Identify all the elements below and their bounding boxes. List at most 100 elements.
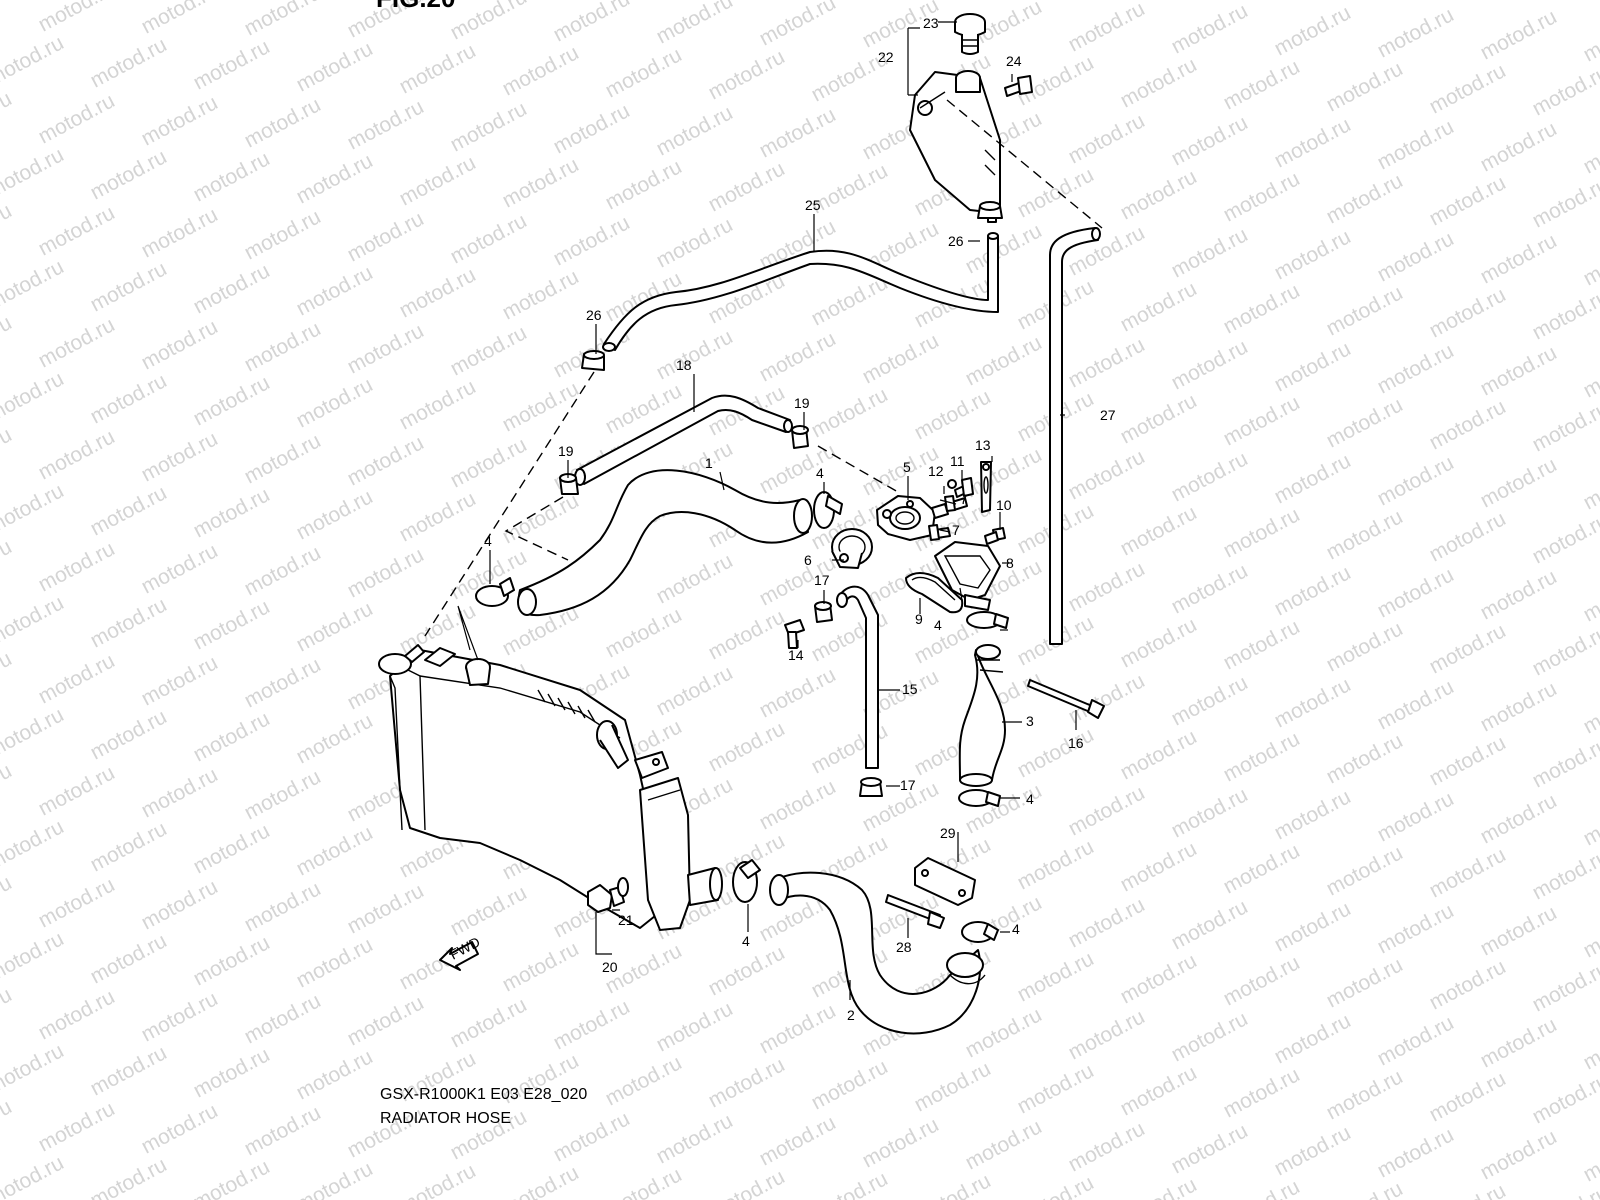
watermark-text: motod.ru xyxy=(1374,115,1458,174)
watermark-text: motod.ru xyxy=(1065,557,1149,616)
watermark-text: motod.ru xyxy=(0,143,68,202)
watermark-text: motod.ru xyxy=(344,319,428,378)
watermark-text: motod.ru xyxy=(1426,1179,1510,1200)
watermark-text: motod.ru xyxy=(1529,285,1600,344)
watermark-text: motod.ru xyxy=(138,0,222,38)
watermark-text: motod.ru xyxy=(0,591,68,650)
watermark-text: motod.ru xyxy=(1374,1011,1458,1070)
watermark-text: motod.ru xyxy=(1168,223,1252,282)
watermark-text: motod.ru xyxy=(499,153,583,212)
watermark-text: motod.ru xyxy=(1014,723,1098,782)
watermark-text: motod.ru xyxy=(0,759,16,818)
callout-4-d: 4 xyxy=(1026,791,1034,807)
watermark-text: motod.ru xyxy=(705,941,789,1000)
bracket-29 xyxy=(914,857,976,906)
watermark-text: motod.ru xyxy=(0,703,68,762)
watermark-text: motod.ru xyxy=(1220,951,1304,1010)
watermark-text: motod.ru xyxy=(1529,621,1600,680)
callout-2: 2 xyxy=(847,1007,855,1023)
watermark-text: motod.ru xyxy=(1477,5,1561,64)
watermark-text: motod.ru xyxy=(1220,615,1304,674)
watermark-text: motod.ru xyxy=(808,271,892,330)
watermark-text: motod.ru xyxy=(1271,1,1355,60)
watermark-text: motod.ru xyxy=(447,0,531,44)
watermark-text: motod.ru xyxy=(293,485,377,544)
watermark-text: motod.ru xyxy=(0,311,16,370)
watermark-text: motod.ru xyxy=(1580,679,1600,738)
watermark-text: motod.ru xyxy=(1426,59,1510,118)
callout-19-right: 19 xyxy=(794,395,810,411)
watermark-text: motod.ru xyxy=(190,707,274,766)
bolt-24 xyxy=(1004,75,1033,97)
watermark-text: motod.ru xyxy=(550,0,634,46)
watermark-text: motod.ru xyxy=(138,763,222,822)
watermark-text: motod.ru xyxy=(1374,899,1458,958)
watermark-text: motod.ru xyxy=(138,651,222,710)
watermark-text: motod.ru xyxy=(87,481,171,540)
watermark-text: motod.ru xyxy=(1529,957,1600,1016)
watermark-text: motod.ru xyxy=(1323,617,1407,676)
watermark-text: motod.ru xyxy=(1323,841,1407,900)
watermark-text: motod.ru xyxy=(1014,835,1098,894)
watermark-text: motod.ru xyxy=(138,91,222,150)
watermark-text: motod.ru xyxy=(396,375,480,434)
watermark-text: motod.ru xyxy=(1117,501,1201,560)
watermark-text: motod.ru xyxy=(756,103,840,162)
watermark-text: motod.ru xyxy=(35,313,119,372)
watermark-text: motod.ru xyxy=(1168,559,1252,618)
watermark-text: motod.ru xyxy=(705,1053,789,1112)
watermark-text: motod.ru xyxy=(1580,455,1600,514)
watermark-text: motod.ru xyxy=(1426,171,1510,230)
watermark-text: motod.ru xyxy=(35,0,119,36)
watermark-text: motod.ru xyxy=(87,1153,171,1200)
bolt-11 xyxy=(954,477,974,498)
dashed-line-26-cap xyxy=(424,371,595,637)
watermark-text: motod.ru xyxy=(241,93,325,152)
cable-tie-16 xyxy=(1027,679,1105,719)
washer-21 xyxy=(617,877,629,897)
callout-21: 21 xyxy=(618,912,634,928)
callout-7-bottom: 7 xyxy=(952,522,960,538)
watermark-text: motod.ru xyxy=(447,433,531,492)
watermark-text: motod.ru xyxy=(1374,339,1458,398)
watermark-text: motod.ru xyxy=(1580,231,1600,290)
watermark-text: motod.ru xyxy=(1271,1009,1355,1068)
callout-7-top: 7 xyxy=(960,491,968,507)
bolt-10 xyxy=(984,527,1006,545)
watermark-text: motod.ru xyxy=(1271,113,1355,172)
watermark-text: motod.ru xyxy=(1580,903,1600,962)
watermark-text: motod.ru xyxy=(0,535,16,594)
watermark-text: motod.ru xyxy=(0,1039,68,1098)
watermark-text: motod.ru xyxy=(1580,343,1600,402)
watermark-text: motod.ru xyxy=(756,999,840,1058)
watermark-text: motod.ru xyxy=(911,385,995,444)
watermark-text: motod.ru xyxy=(0,815,68,874)
watermark-text: motod.ru xyxy=(87,33,171,92)
thermostat-case-8 xyxy=(934,541,1001,611)
clip-19-right xyxy=(791,425,809,449)
watermark-text: motod.ru xyxy=(1168,111,1252,170)
watermark-text: motod.ru xyxy=(138,987,222,1046)
watermark-text: motod.ru xyxy=(602,1163,686,1200)
watermark-text: motod.ru xyxy=(1323,1065,1407,1124)
watermark-text: motod.ru xyxy=(808,1167,892,1200)
watermark-text: motod.ru xyxy=(241,765,325,824)
clamp-4-c xyxy=(966,611,1009,629)
watermark-text: motod.ru xyxy=(1580,7,1600,66)
callout-labels: 23 22 24 25 26 26 18 19 19 1 4 5 11 12 1… xyxy=(484,15,1116,1023)
watermark-text: motod.ru xyxy=(138,539,222,598)
watermark-text: motod.ru xyxy=(1323,729,1407,788)
callout-20: 20 xyxy=(602,959,618,975)
watermark-text: motod.ru xyxy=(1580,1127,1600,1186)
watermark-text: motod.ru xyxy=(602,603,686,662)
watermark-text: motod.ru xyxy=(35,425,119,484)
watermark-text: motod.ru xyxy=(1117,949,1201,1008)
watermark-text: motod.ru xyxy=(1477,901,1561,960)
watermark-text: motod.ru xyxy=(0,871,16,930)
thermostat-6 xyxy=(831,528,873,569)
watermark-text: motod.ru xyxy=(0,0,16,34)
watermark-text: motod.ru xyxy=(1065,109,1149,168)
watermark-text: motod.ru xyxy=(653,1109,737,1168)
o-ring-9 xyxy=(905,572,964,614)
